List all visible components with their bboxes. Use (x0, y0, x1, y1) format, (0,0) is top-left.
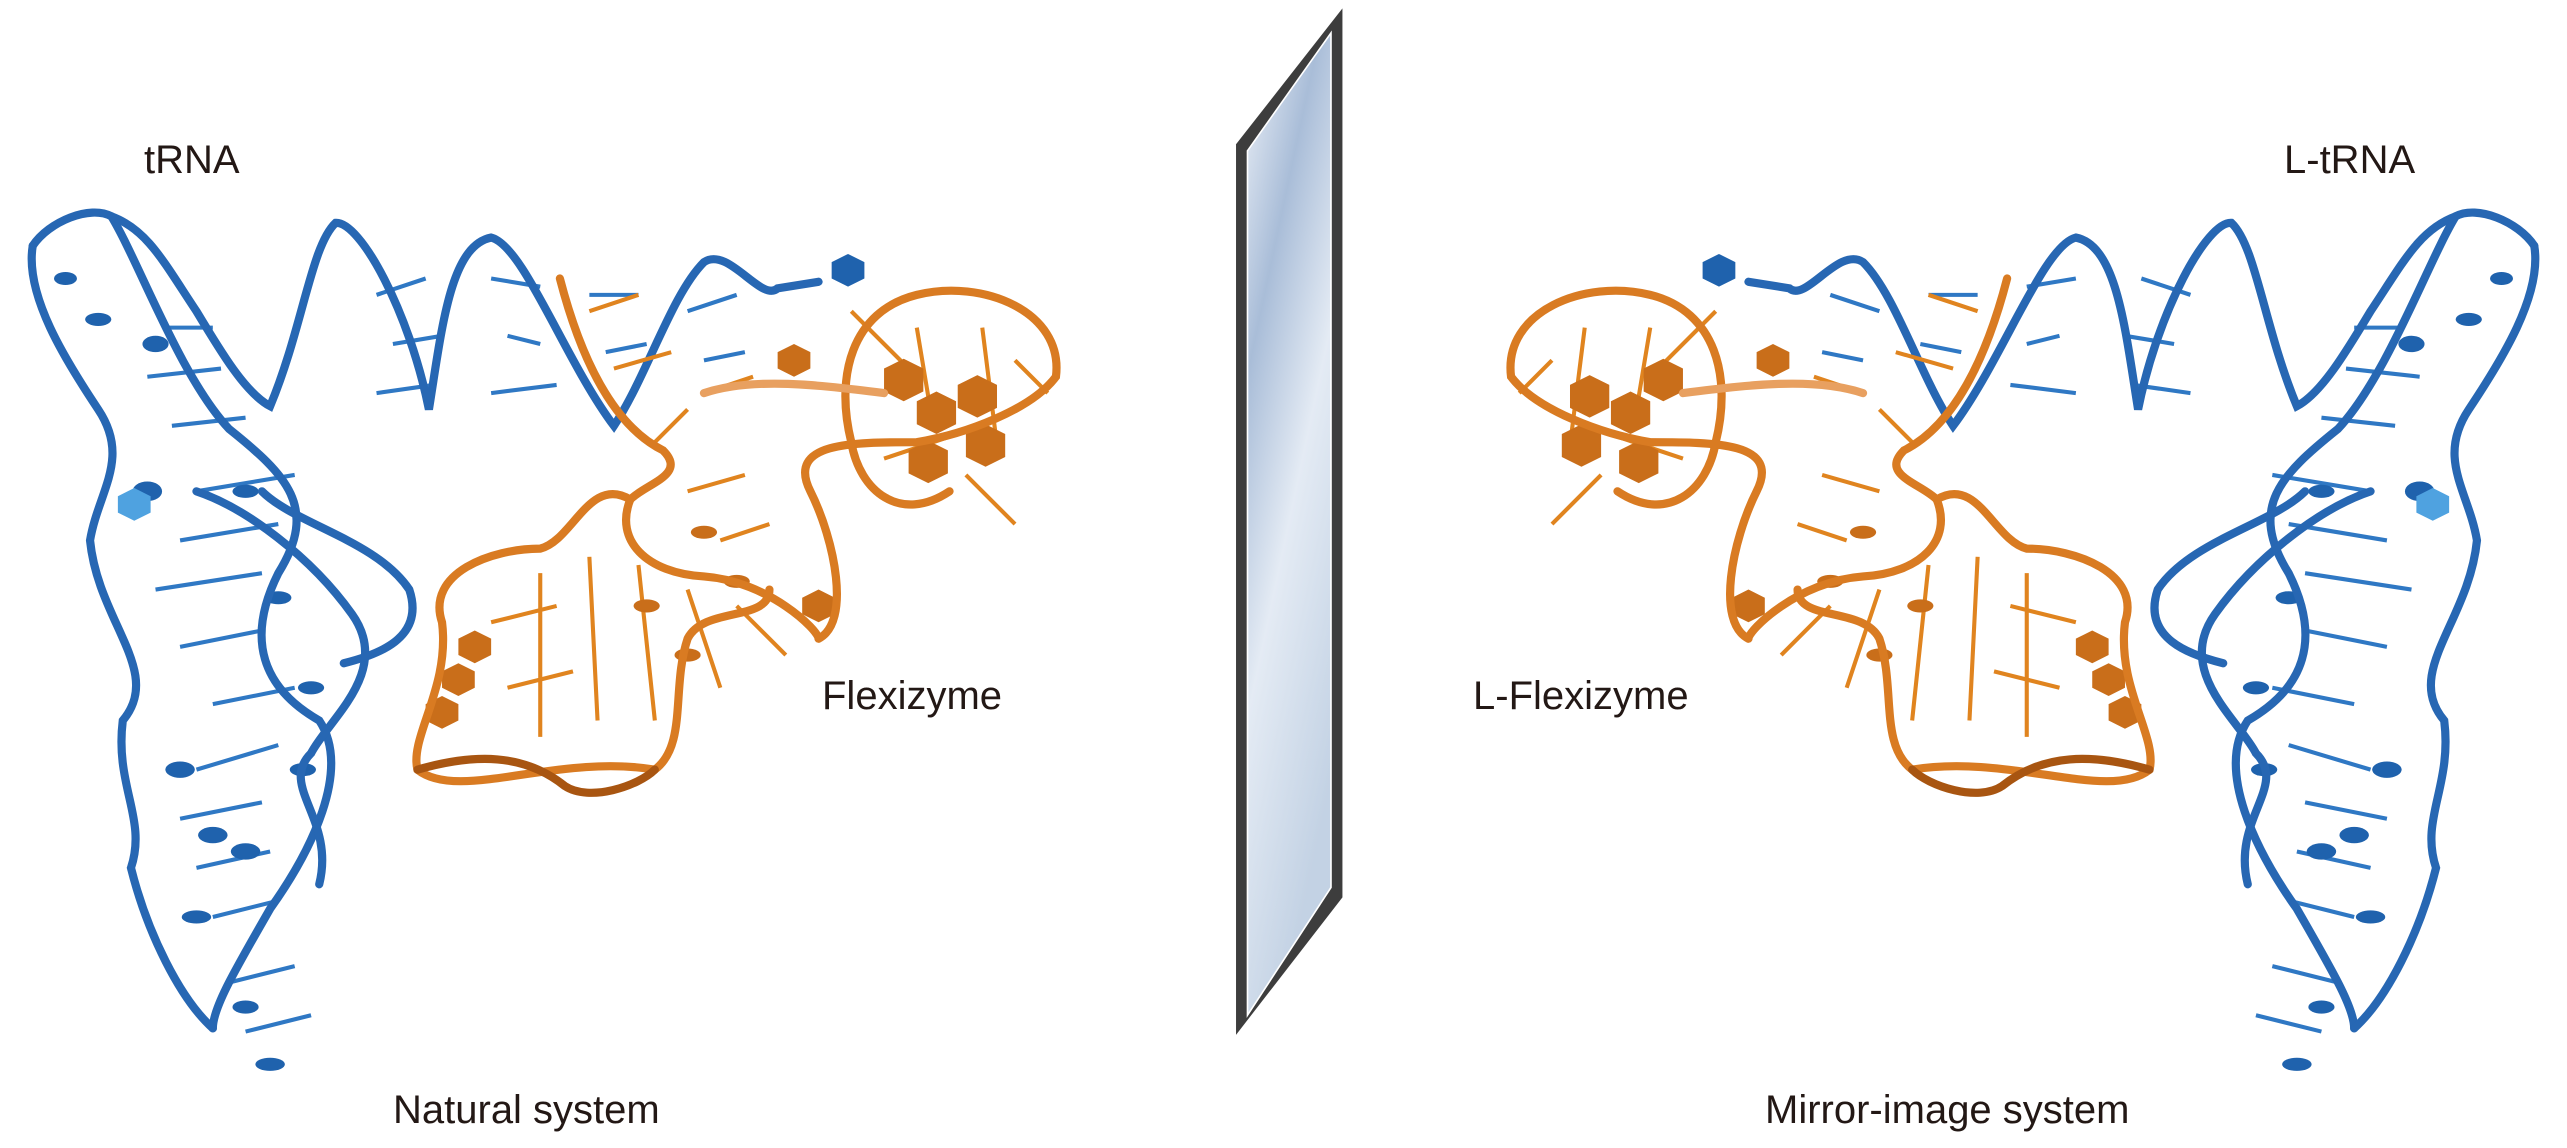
mirror-image-system-caption: Mirror-image system (1765, 1088, 2130, 1132)
natural-system-caption: Natural system (393, 1088, 660, 1132)
l-flexizyme-label: L-Flexizyme (1473, 674, 1689, 718)
flexizyme-label: Flexizyme (822, 674, 1003, 718)
trna-label: tRNA (144, 138, 240, 182)
mirror-image-system-structure (1510, 213, 2535, 1071)
mirror (1236, 8, 1343, 1035)
mirror-glass (1246, 30, 1332, 1018)
l-trna-label: L-tRNA (2284, 138, 2416, 182)
natural-system-structure (32, 213, 1057, 1071)
